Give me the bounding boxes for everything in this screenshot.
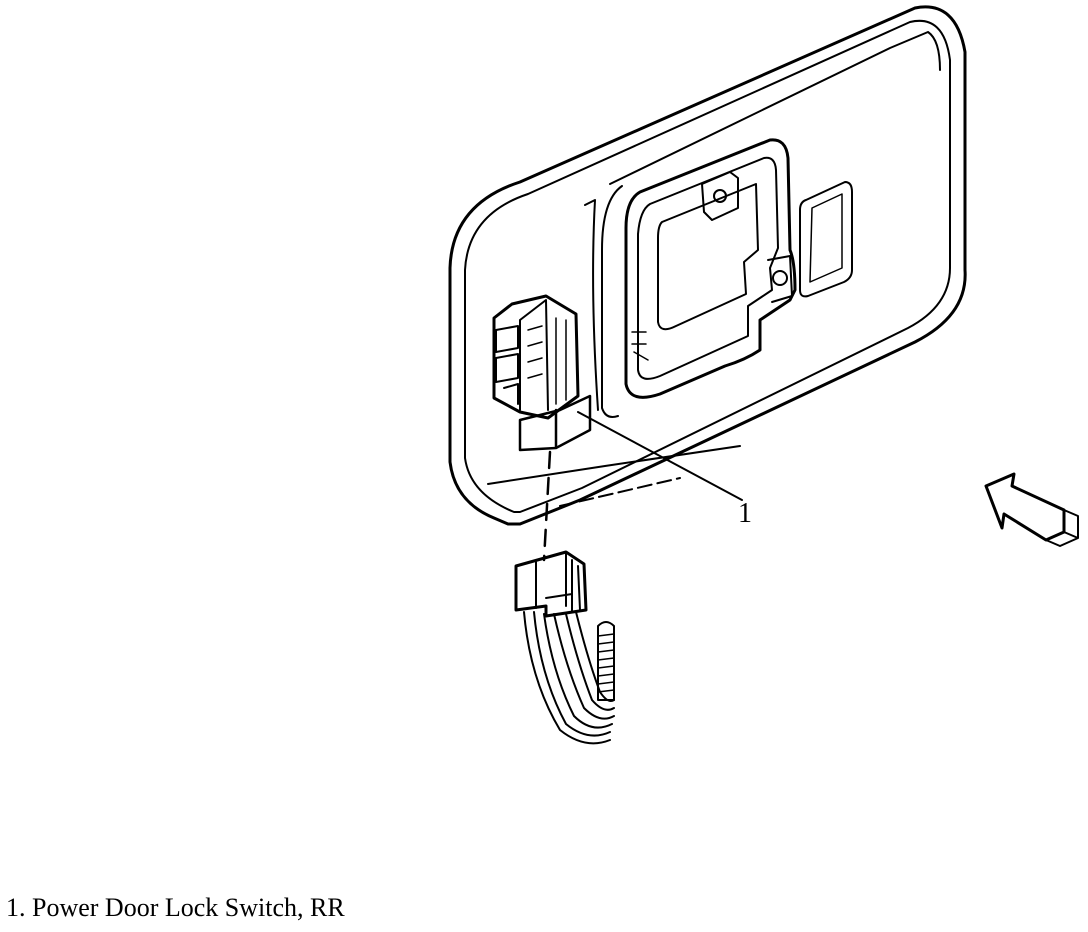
door-panel-inner-edge xyxy=(464,19,951,513)
view-direction-arrow-shading xyxy=(1045,509,1079,547)
handle-cutout xyxy=(657,183,759,331)
lock-switch-body xyxy=(492,294,580,420)
harness-connector xyxy=(514,550,588,618)
handle-bezel-inner xyxy=(637,156,779,380)
harness-conduit xyxy=(597,621,615,701)
legend: 1. Power Door Lock Switch, RR xyxy=(6,895,345,921)
view-direction-arrow-icon xyxy=(984,472,1066,542)
lock-switch-front xyxy=(519,299,549,411)
harness-connector-detail xyxy=(535,551,581,613)
harness-wire xyxy=(565,613,615,711)
handle-bezel-detail xyxy=(631,331,649,361)
arm-rest-line xyxy=(609,31,941,185)
legend-label: Power Door Lock Switch, RR xyxy=(32,893,345,922)
handle-mounting-hole xyxy=(713,189,727,203)
legend-number: 1. xyxy=(6,893,26,922)
callout-number: 1 xyxy=(738,498,752,529)
harness-wire xyxy=(543,613,613,729)
handle-bezel-outer xyxy=(624,138,797,399)
lock-switch-connector-housing xyxy=(518,394,592,452)
harness-conduit-wraps xyxy=(597,633,615,693)
handle-mounting-tab xyxy=(701,171,739,221)
lock-switch-ridges xyxy=(527,317,567,405)
harness-wire xyxy=(533,611,611,737)
harness-wire xyxy=(575,611,615,702)
door-panel-outline xyxy=(448,5,967,526)
harness-wire xyxy=(553,613,615,720)
side-mounting-hole xyxy=(772,270,788,286)
harness-wire xyxy=(523,611,611,745)
door-pocket xyxy=(799,181,853,298)
door-recess-left xyxy=(584,199,599,411)
door-bottom-trim-dashed xyxy=(559,477,681,507)
handle-area-divider xyxy=(601,185,623,418)
alignment-dashed-line xyxy=(542,450,552,562)
callout-leader-line xyxy=(577,411,743,501)
door-bottom-trim xyxy=(487,445,741,485)
legend-item: 1. Power Door Lock Switch, RR xyxy=(6,895,345,921)
door-pocket-inner xyxy=(809,193,843,283)
side-mounting-tab xyxy=(767,255,793,303)
lock-switch-buttons xyxy=(495,325,519,405)
